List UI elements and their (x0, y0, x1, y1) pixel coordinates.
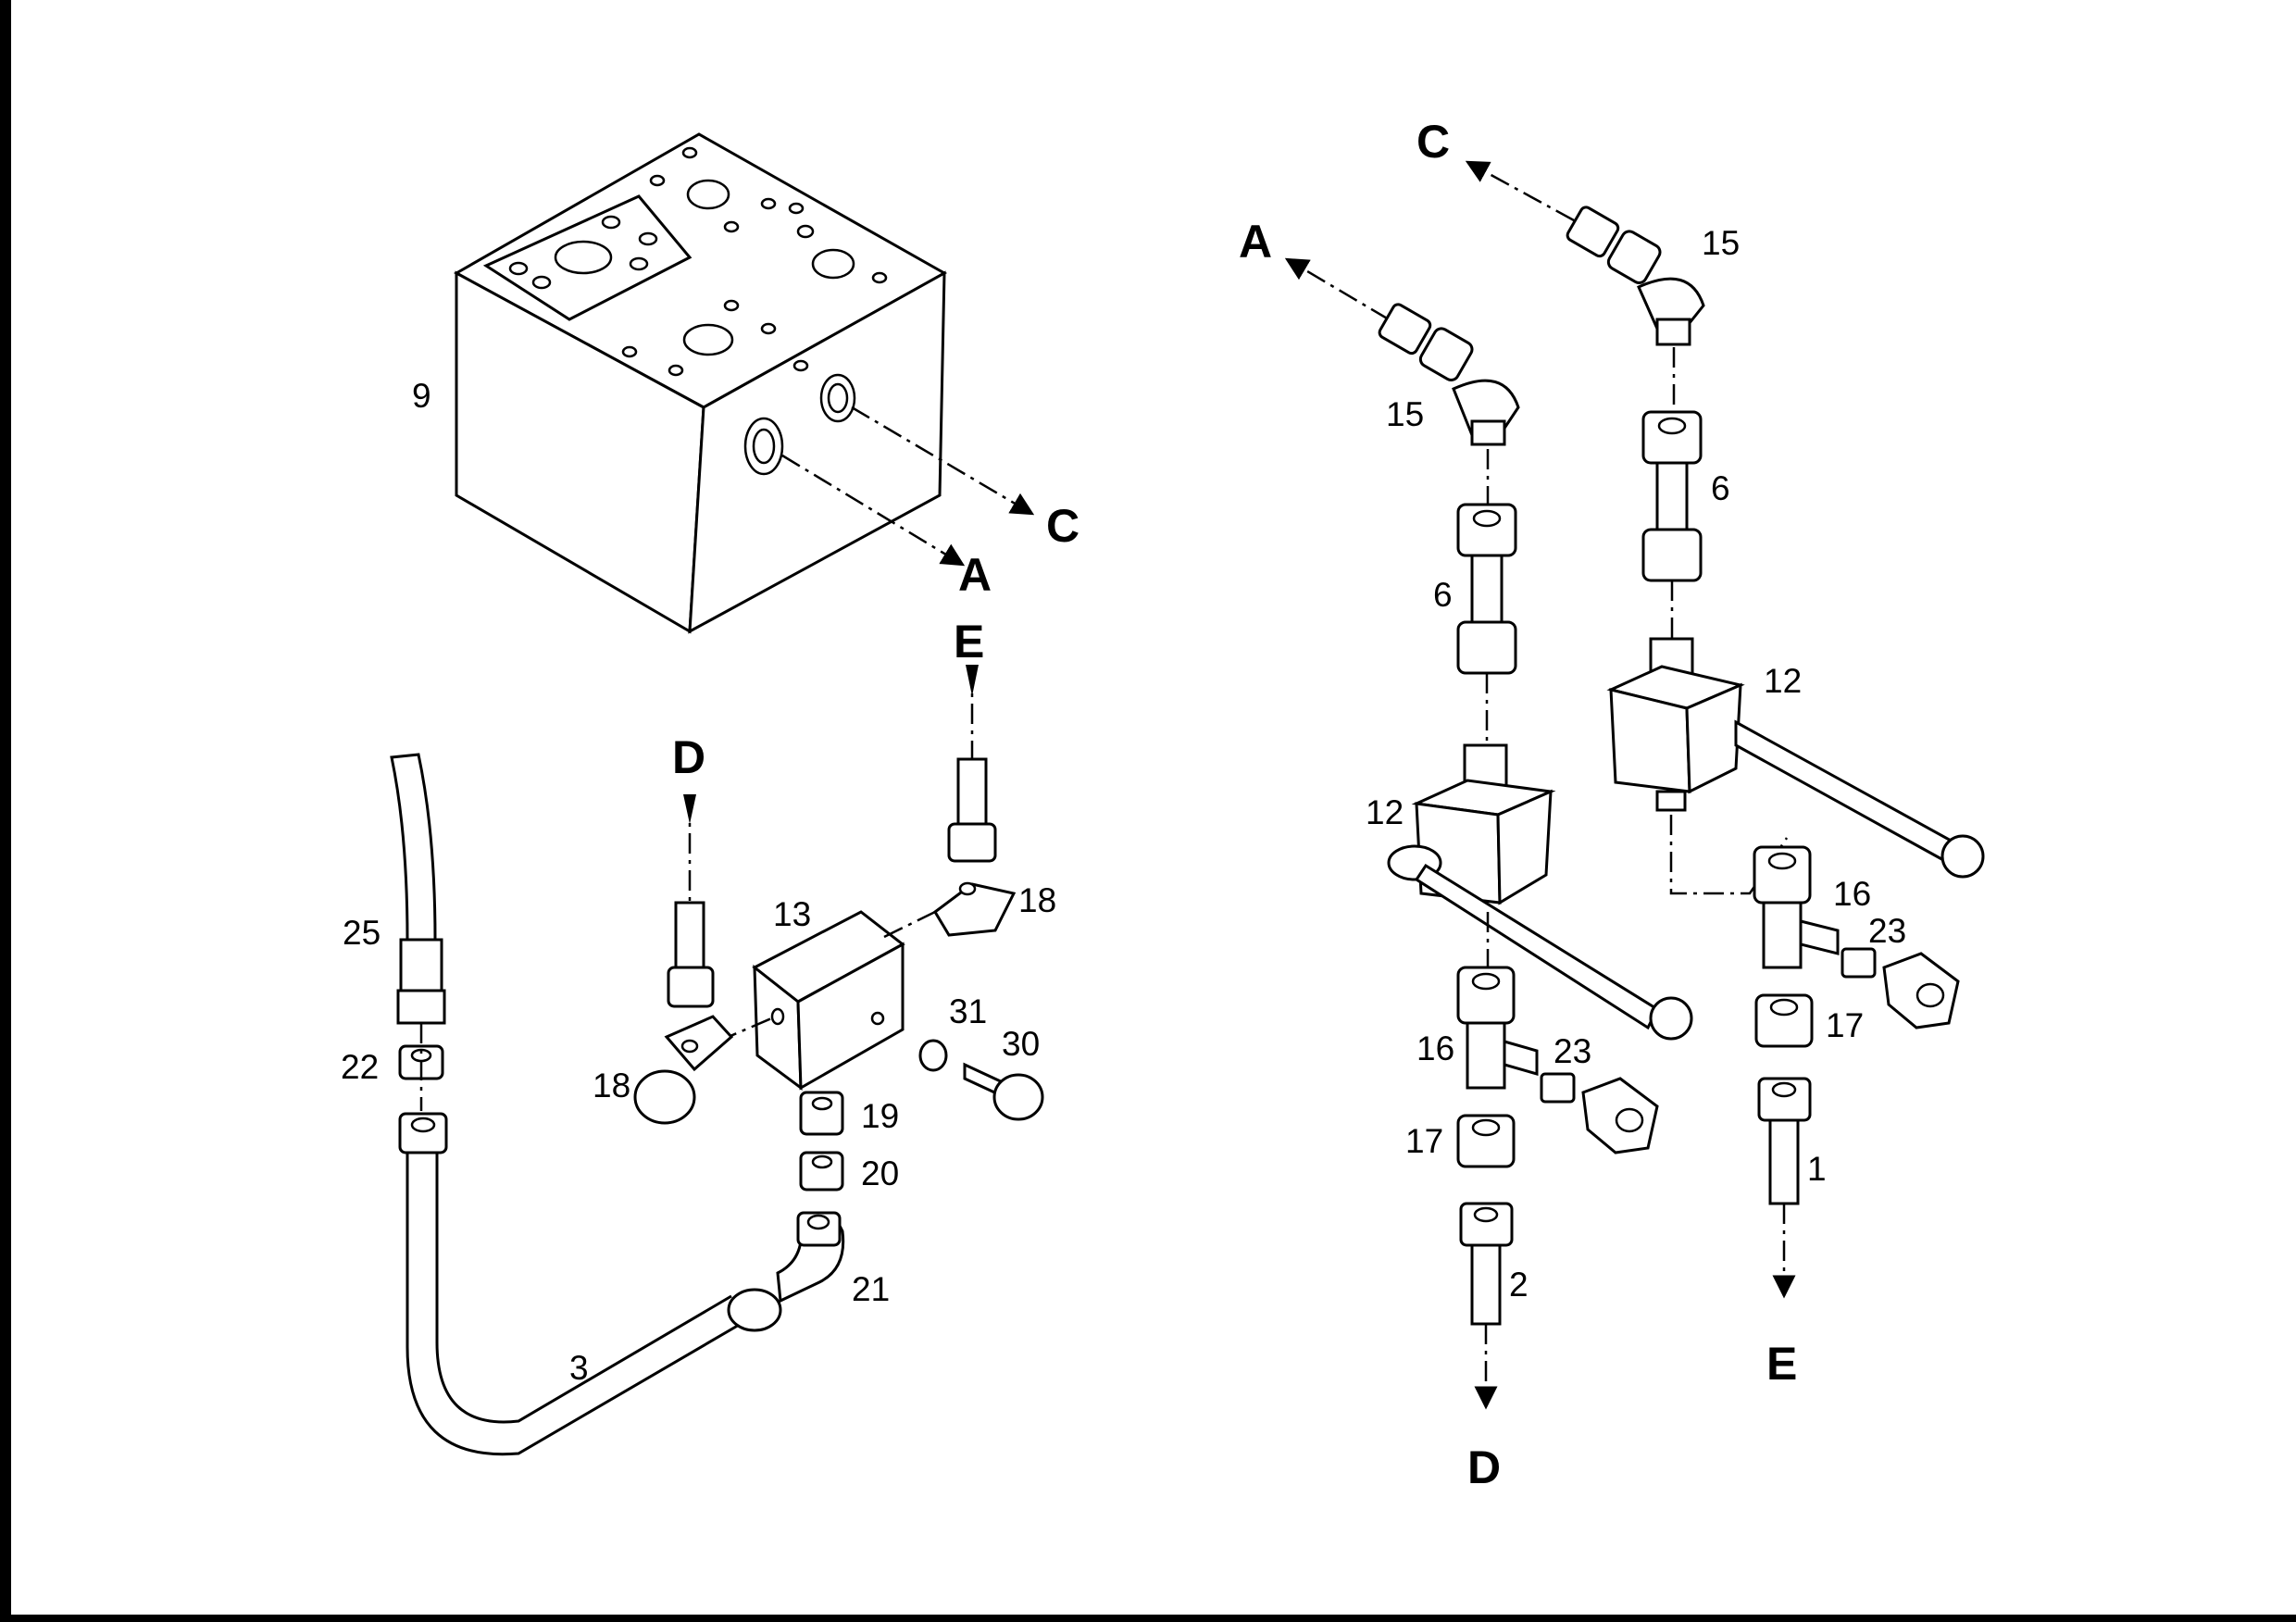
tube-1 (1757, 1077, 1812, 1205)
flow-line-a (781, 454, 966, 567)
label-21: 21 (852, 1270, 890, 1308)
label-23-right: 23 (1868, 912, 1906, 950)
tube-3 (398, 1112, 782, 1456)
label-9: 9 (412, 377, 431, 415)
flow-line-c-right (1465, 160, 1575, 222)
valve-block-9 (453, 132, 948, 634)
label-12-right: 12 (1764, 662, 1802, 700)
label-15-right: 15 (1702, 224, 1740, 262)
label-31: 31 (949, 992, 987, 1030)
fitting-18-left (633, 901, 734, 1125)
label-15-left: 15 (1386, 395, 1424, 433)
tee-16-left (1456, 966, 1539, 1090)
label-18-left: 18 (593, 1067, 630, 1104)
nut-19 (799, 1091, 844, 1136)
elbow-15-right (1566, 206, 1705, 346)
letter-e-bottom: E (1766, 1338, 1797, 1390)
fitting-18-right (933, 757, 1017, 937)
bottom-border (0, 1615, 2296, 1622)
label-6-right: 6 (1711, 469, 1730, 507)
elbow-21 (776, 1211, 845, 1304)
left-border (0, 0, 11, 1622)
nut-20 (799, 1151, 844, 1192)
union-6-right (1641, 410, 1703, 582)
nut-17-left (1456, 1114, 1516, 1168)
nut-17-right (1754, 993, 1814, 1048)
letter-d-bottom: D (1467, 1441, 1501, 1493)
label-1: 1 (1807, 1150, 1827, 1188)
plug-23-left (1540, 1072, 1659, 1154)
hose-25 (390, 753, 446, 1025)
screw-30 (963, 1062, 1044, 1121)
letter-a-right: A (1239, 216, 1272, 268)
letter-d-top: D (672, 731, 705, 783)
plug-23-right (1841, 947, 1960, 1029)
label-30: 30 (1002, 1025, 1040, 1063)
washer-31 (918, 1039, 948, 1072)
label-2: 2 (1509, 1266, 1529, 1304)
label-13: 13 (773, 895, 811, 933)
letter-c-right: C (1416, 116, 1450, 168)
label-25: 25 (343, 914, 381, 952)
label-12-left: 12 (1366, 793, 1404, 831)
label-22: 22 (341, 1048, 379, 1086)
axis-18b (883, 910, 936, 939)
letter-a-block: A (958, 549, 992, 601)
label-20: 20 (861, 1154, 899, 1192)
label-17-right: 17 (1826, 1006, 1864, 1044)
elbow-15-left (1378, 303, 1520, 446)
label-18-right: 18 (1018, 881, 1056, 919)
flow-line-a-right (1284, 257, 1390, 321)
label-6-left: 6 (1433, 576, 1453, 614)
letter-e-top: E (954, 616, 984, 668)
label-23-left: 23 (1554, 1032, 1591, 1070)
tube-2 (1459, 1202, 1514, 1326)
tee-16-right (1753, 845, 1840, 969)
valve-12-left (1387, 743, 1693, 1041)
label-17-left: 17 (1405, 1122, 1443, 1160)
valve-12-right (1606, 637, 1985, 879)
label-16-left: 16 (1416, 1029, 1454, 1067)
label-3: 3 (569, 1349, 589, 1387)
label-16-right: 16 (1833, 875, 1871, 913)
distributor-13 (752, 910, 905, 1092)
letter-c-block: C (1046, 500, 1079, 552)
label-19: 19 (861, 1097, 899, 1135)
union-6-left (1456, 503, 1517, 675)
